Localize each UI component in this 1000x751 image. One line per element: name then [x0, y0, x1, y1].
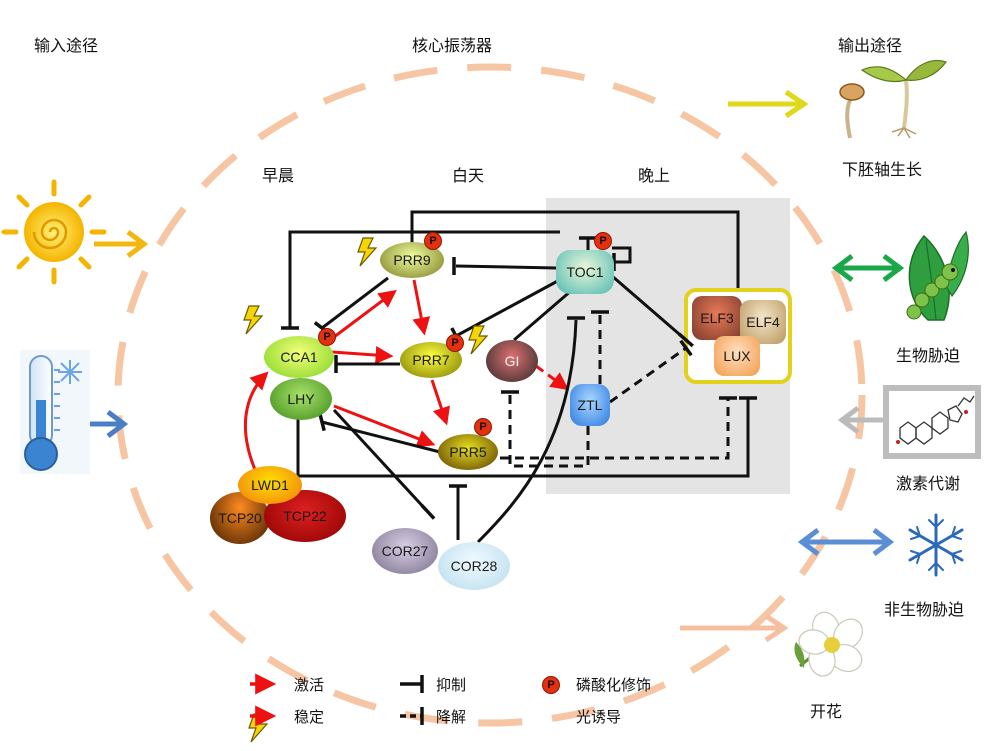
legend-degrade-symbol — [400, 707, 424, 725]
bar-ztl-ec — [679, 339, 693, 357]
legend-light-induction-label: 光诱导 — [576, 708, 622, 726]
node-ztl: ZTL — [570, 384, 610, 426]
node-lux: LUX — [714, 336, 760, 376]
bar-toc1-ec — [678, 332, 694, 348]
edge-cca1-activates-prr7 — [331, 346, 394, 364]
period-morning: 早晨 — [262, 166, 295, 185]
edge-toc1-inhibits-cca1 — [288, 230, 560, 328]
node-gi: GI — [486, 340, 538, 382]
output-abiotic-label: 非生物胁迫 — [884, 600, 965, 619]
abiotic-output-arrow — [797, 528, 895, 556]
edge-lhy-activates-prr5 — [333, 404, 436, 448]
node-lwd1: LWD1 — [238, 466, 302, 504]
edge-prr9-inhibits-cca1 — [321, 276, 389, 330]
edge-toc1-inhibits-prr9 — [455, 264, 557, 270]
legend-phospho-badge: P — [542, 676, 560, 694]
legend-activate-label: 激活 — [294, 676, 325, 694]
edge-lhy-inhibits-cor27 — [332, 408, 430, 514]
legend-stabilize-label: 稳定 — [294, 708, 325, 726]
edge-lhy-inhibits-ec — [296, 398, 750, 478]
node-toc1: TOC1 — [556, 250, 614, 294]
header-core-oscillator: 核心振荡器 — [412, 36, 493, 55]
phospho-badge-prr7: P — [446, 334, 464, 352]
node-prr9: PRR9 — [380, 242, 444, 278]
node-cor28: COR28 — [438, 542, 510, 590]
period-night: 晚上 — [638, 166, 671, 185]
flowering-output-arrow — [680, 613, 789, 643]
flower-icon — [794, 611, 863, 677]
molecule-icon — [883, 385, 981, 459]
thermometer-icon — [20, 350, 90, 474]
node-cor27: COR27 — [372, 528, 438, 574]
bar-prr5-lhy — [318, 412, 326, 432]
legend-degrade-label: 降解 — [436, 708, 467, 726]
node-prr5: PRR5 — [438, 434, 498, 470]
edge-prr5-inhibits-lhy — [321, 420, 441, 454]
edge-toc1-to-gi — [513, 288, 573, 342]
edge-ztl-degrades-ec — [609, 346, 687, 404]
output-biotic-label: 生物胁迫 — [896, 346, 961, 365]
hormone-output-arrow — [837, 406, 884, 434]
edge-prr7-activates-prr5 — [430, 379, 450, 426]
edge-cca1-activates-prr9 — [329, 289, 397, 342]
edge-prr5-degrade-path — [500, 398, 730, 460]
light-input-arrow — [94, 230, 149, 258]
period-day: 白天 — [452, 166, 485, 185]
edge-toc1-self-inhibition — [612, 246, 632, 264]
edge-prr9-activates-prr7 — [412, 279, 431, 336]
edge-cor28-inhibits-toc1 — [476, 319, 578, 544]
caterpillar-leaf-icon — [906, 230, 969, 321]
oscillator-ring — [114, 63, 866, 727]
legend-inhibit-label: 抑制 — [436, 676, 467, 694]
phospho-badge-prr5: P — [474, 418, 492, 436]
output-hormone-label: 激素代谢 — [896, 474, 961, 493]
snowflake-icon — [908, 513, 964, 577]
output-hypocotyl-label: 下胚轴生长 — [842, 160, 923, 179]
phospho-badge-cca1: P — [318, 328, 336, 346]
sun-icon — [1, 179, 107, 285]
lightning-icon — [243, 237, 489, 743]
node-lhy: LHY — [270, 378, 332, 420]
bar-lhy-cor27 — [420, 504, 436, 520]
edge-gi-stabilizes-ztl — [535, 364, 569, 391]
seedling-icon — [839, 59, 947, 139]
regulatory-edges — [243, 210, 757, 544]
hypocotyl-output-arrow — [728, 89, 809, 119]
header-output-pathway: 输出途径 — [838, 36, 903, 55]
header-input-pathway: 输入途径 — [34, 36, 99, 55]
node-prr7: PRR7 — [400, 342, 462, 378]
edge-lwd1-activates-cca1 — [243, 371, 269, 473]
legend-inhibit-symbol — [400, 675, 424, 693]
phospho-badge-prr9: P — [424, 232, 442, 250]
output-flowering-label: 开花 — [810, 702, 843, 721]
biotic-output-arrow — [831, 254, 905, 282]
legend-phosphorylation-label: 磷酸化修饰 — [576, 676, 652, 694]
node-elf3: ELF3 — [692, 296, 742, 340]
edge-ztl-degrades-gi — [508, 392, 590, 468]
phospho-badge-toc1: P — [594, 232, 612, 250]
edge-toc1-inhibits-ec — [611, 274, 687, 342]
